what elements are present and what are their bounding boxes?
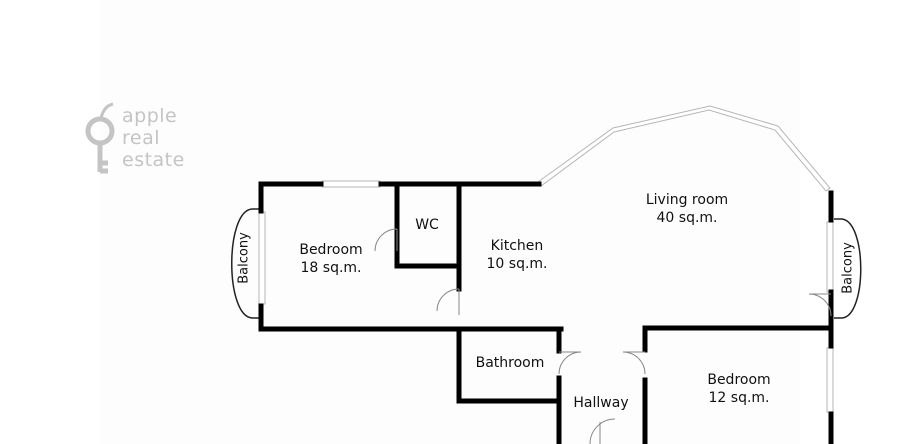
room-area: 40 sq.m. [656, 210, 718, 226]
window-bay-living-room [537, 105, 831, 192]
room-wc: WC [415, 216, 439, 234]
room-name: Hallway [573, 395, 629, 411]
room-area: 18 sq.m. [300, 260, 362, 276]
logo-text-line3: estate [122, 149, 185, 171]
balcony-left-outline [231, 208, 259, 319]
room-kitchen: Kitchen 10 sq.m. [487, 237, 548, 273]
door-entrance [589, 418, 616, 444]
walls [258, 181, 834, 444]
door-bedroom-left [374, 228, 398, 252]
room-name: Bathroom [475, 355, 545, 371]
door-bedroom-right [622, 351, 646, 375]
window-left-balcony [258, 211, 266, 305]
window-bedroom-top [321, 180, 381, 188]
room-balcony-left: Balcony [236, 232, 252, 284]
room-name: Kitchen [490, 238, 544, 254]
room-hallway: Hallway [573, 394, 628, 412]
logo-text-line1: apple [122, 105, 178, 127]
door-living-balcony [808, 293, 832, 317]
room-bedroom-right: Bedroom 12 sq.m. [707, 371, 770, 407]
room-balcony-right: Balcony [840, 242, 856, 294]
apple-logo-icon [85, 102, 115, 174]
balconies [231, 208, 862, 319]
doors [374, 228, 832, 444]
room-living: Living room 40 sq.m. [646, 191, 728, 227]
door-kitchen [436, 288, 460, 315]
room-area: 10 sq.m. [486, 256, 548, 272]
room-area: 12 sq.m. [708, 390, 770, 406]
logo-text-line2: real [122, 127, 161, 149]
door-bathroom [558, 351, 582, 375]
window-bedroom-right [826, 347, 834, 413]
room-bedroom-left: Bedroom 18 sq.m. [299, 241, 362, 277]
room-name: Bedroom [707, 372, 771, 388]
room-name: Living room [645, 192, 729, 208]
logo: apple real estate [84, 104, 204, 180]
room-name: WC [415, 217, 439, 233]
room-bathroom: Bathroom [476, 354, 545, 372]
window-right-balcony [826, 221, 834, 293]
page-panel [100, 0, 800, 444]
room-name: Bedroom [299, 242, 363, 258]
balcony-right-outline [834, 218, 862, 319]
